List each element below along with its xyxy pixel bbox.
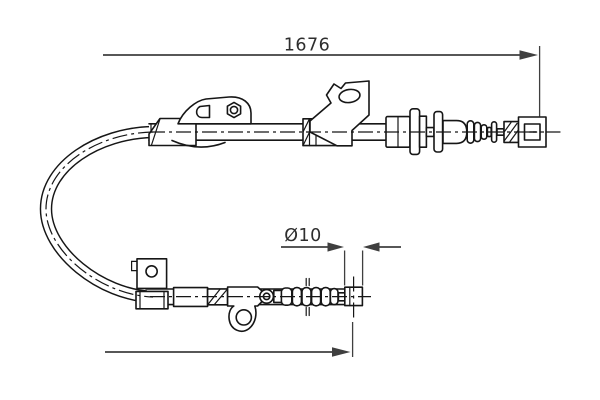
equalizer-hole — [235, 308, 253, 326]
boot-diameter-label: Ø10 — [284, 226, 322, 246]
top-clamp-sleeve — [148, 117, 197, 147]
bracket-oval-hole — [338, 88, 361, 104]
arrow-right-icon — [332, 347, 351, 357]
bracket-d-slot — [195, 104, 211, 119]
arrow-inward-left-icon — [327, 242, 344, 252]
bracket-hole — [145, 264, 158, 278]
bracket-bolt-hole — [229, 105, 239, 115]
equalizer-bracket — [226, 286, 263, 332]
overall-length-label: 1676 — [284, 36, 331, 56]
mounting-bracket-top-left — [177, 96, 252, 125]
dimension-boot-diameter: Ø10 — [281, 226, 401, 286]
dimension-bottom-run — [105, 322, 354, 357]
arrow-right-icon — [519, 50, 538, 60]
saddle-strap-arc — [171, 139, 226, 148]
bottom-clamp-sleeve — [135, 290, 169, 310]
mounting-bracket-top-right — [309, 80, 370, 147]
arrow-inward-right-icon — [363, 242, 380, 252]
mounting-bracket-bottom — [131, 257, 168, 290]
dimension-overall-length: 1676 — [103, 36, 541, 117]
break-marks — [305, 277, 310, 317]
centerlines — [45, 131, 544, 321]
